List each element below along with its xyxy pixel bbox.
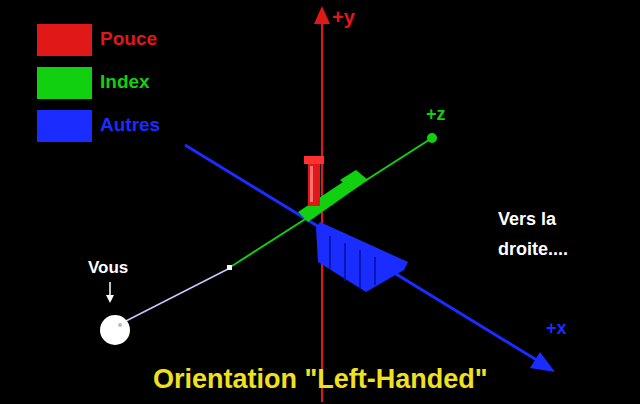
y-arrowhead [314, 6, 330, 24]
index-tip [340, 170, 368, 190]
fingers-lines [330, 236, 375, 289]
vous-arrowhead [106, 295, 114, 303]
note-text: Vers la droite.... [498, 204, 598, 264]
legend-text: Pouce [100, 28, 157, 50]
axis-label: +z [426, 104, 446, 125]
axis-label: +x [546, 318, 567, 339]
thumb-cap [304, 156, 324, 164]
x-arrowhead [530, 352, 555, 372]
x-axis [185, 145, 540, 362]
caption: Orientation "Left-Handed" [153, 364, 488, 395]
legend-swatch [37, 110, 92, 142]
view-line [124, 268, 230, 322]
legend-swatch [37, 67, 92, 99]
view-point [227, 265, 232, 270]
axis-label: +y [332, 6, 355, 29]
viewer-highlight [118, 323, 122, 327]
fingers-block [316, 222, 408, 292]
viewer-ball [100, 315, 130, 345]
legend-text: Index [100, 71, 150, 93]
viewer-label: Vous [88, 258, 128, 278]
legend-text: Autres [100, 114, 160, 136]
z-end-dot [427, 133, 437, 143]
legend-swatch [37, 24, 92, 56]
thumb-cylinder [308, 160, 320, 206]
thumb-shine [310, 166, 313, 202]
